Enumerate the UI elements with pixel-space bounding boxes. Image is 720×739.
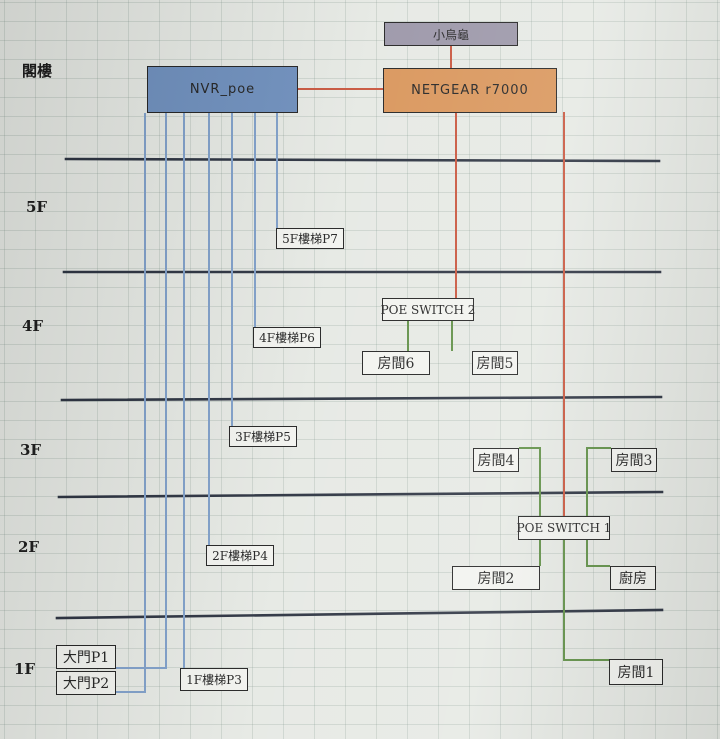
switch1-room1-wire xyxy=(563,540,609,661)
camera-2f-p4: 2F樓梯P4 xyxy=(206,545,274,566)
room-2: 房間2 xyxy=(452,566,540,590)
camera-3f-p5: 3F樓梯P5 xyxy=(229,426,297,447)
room-5: 房間5 xyxy=(472,351,518,375)
floor-label-3f: 3F xyxy=(20,441,42,459)
camera-gate-p2: 大門P2 xyxy=(56,671,116,695)
room-4: 房間4 xyxy=(473,448,519,472)
floor-divider-line xyxy=(64,157,661,163)
kitchen: 廚房 xyxy=(610,566,656,590)
floor-label-1f: 1F xyxy=(14,660,36,678)
camera-5f-p7: 5F樓梯P7 xyxy=(276,228,344,249)
floor-label-2f: 2F xyxy=(18,538,40,556)
room-6: 房間6 xyxy=(362,351,430,375)
floor-divider-line xyxy=(60,395,663,402)
camera-gate-p1: 大門P1 xyxy=(56,645,116,669)
room-3: 房間3 xyxy=(611,448,657,472)
router-box: NETGEAR r7000 xyxy=(383,68,557,113)
floor-divider-line xyxy=(57,490,664,499)
top-device-box: 小烏龜 xyxy=(384,22,518,46)
switch1-kitchen-wire xyxy=(586,540,610,567)
floor-label-4f: 4F xyxy=(22,317,44,335)
nvr-box: NVR_poe xyxy=(147,66,298,113)
switch1-room3-wire xyxy=(586,447,611,516)
switch1-room4-wire xyxy=(519,447,541,516)
nvr-p1-wire xyxy=(116,113,167,669)
floor-label-5f: 5F xyxy=(26,198,48,216)
floor-divider-line xyxy=(55,608,664,620)
poe-switch-1-box: POE SWITCH 1 xyxy=(517,516,611,540)
camera-1f-p3: 1F樓梯P3 xyxy=(180,668,248,691)
nvr-p2-wire xyxy=(116,113,146,693)
camera-4f-p6: 4F樓梯P6 xyxy=(253,327,321,348)
room-1: 房間1 xyxy=(609,659,663,685)
poe-switch-2-box: POE SWITCH 2 xyxy=(381,298,475,321)
floor-label-attic: 閣樓 xyxy=(22,62,53,80)
